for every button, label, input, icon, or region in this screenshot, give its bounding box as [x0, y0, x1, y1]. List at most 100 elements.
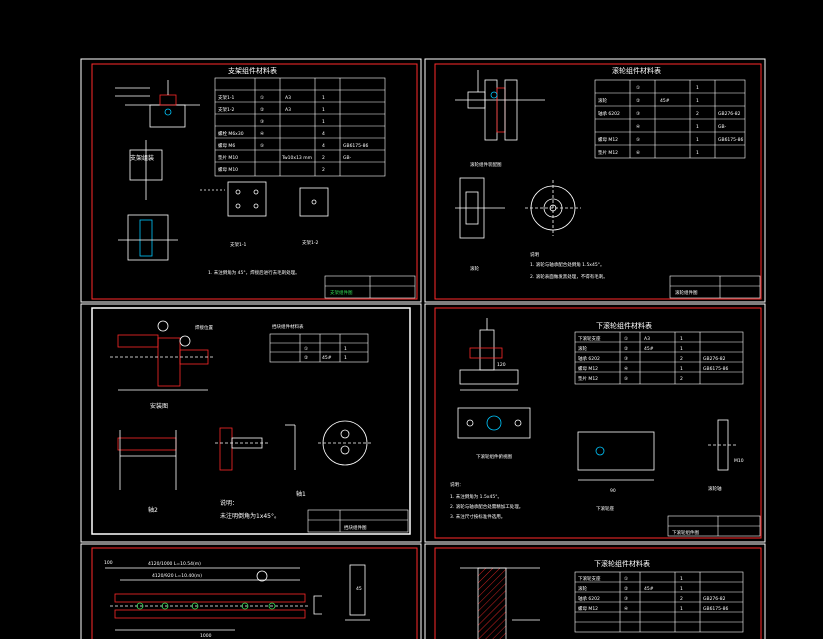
sheet6-section-view — [460, 567, 540, 639]
table-cell: 螺栓 M6x30 — [218, 130, 244, 137]
table-cell: ② — [636, 98, 640, 104]
sheet3-label-part2: 轴2 — [148, 506, 158, 514]
sheet5-dim-top-b: 4120/920 L=10.40(m) — [152, 573, 202, 579]
sheet2-table-cells: ① 1 滚轮 ② 45# 1 轴承 6202 ③ 2 GB276-82 ④ 1 … — [598, 85, 744, 156]
table-cell: 1 — [696, 124, 699, 130]
sheet4-label-shaft: 滚轮轴 — [708, 485, 722, 492]
sheet-6 — [424, 543, 766, 639]
sheet-4 — [424, 303, 766, 543]
sheet2-label-part: 滚轮 — [470, 265, 479, 272]
sheet-5 — [80, 543, 422, 639]
sheet3-label-part1: 轴1 — [296, 490, 306, 498]
table-cell: 垫片 M12 — [598, 149, 618, 156]
sheet5-dim-left: 100 — [104, 560, 113, 566]
sheet4-assembly-view — [457, 318, 738, 481]
table-cell: ④ — [624, 366, 628, 372]
sheet4-note-2: 2. 滚轮与轴承配合处需精加工处理。 — [450, 503, 523, 510]
sheet2-note-1: 1. 滚轮与轴承配合处倒角 1.5x45°。 — [530, 261, 604, 268]
sheet3-table-cells: ① 1 ② 45# 1 — [304, 346, 347, 361]
sheet-1 — [80, 58, 422, 303]
sheet1-assembly-view — [115, 80, 200, 261]
sheet1-part-views — [200, 181, 329, 217]
sheet3-assembly-view — [110, 320, 215, 391]
table-cell: 垫片 M10 — [218, 154, 238, 161]
table-cell: ① — [624, 336, 628, 342]
table-cell: 45# — [644, 586, 654, 592]
table-cell: 4 — [322, 143, 325, 149]
table-cell: ⑤ — [624, 376, 628, 382]
table-cell: 垫片 M12 — [578, 375, 598, 382]
table-cell: ② — [624, 586, 628, 592]
table-cell: ③ — [260, 119, 264, 125]
sheet6-table-title: 下滚轮组件材料表 — [594, 559, 650, 568]
table-cell: 2 — [322, 155, 325, 161]
sheet1-label-part1: 支架1-1 — [230, 241, 246, 248]
table-cell: ④ — [624, 606, 628, 612]
sheet1-title-block — [324, 275, 416, 299]
table-cell: 45# — [660, 98, 670, 104]
table-cell: GB276-82 — [703, 596, 726, 602]
table-cell: ③ — [624, 356, 628, 362]
table-cell: ④ — [260, 131, 264, 137]
sheet3-title-block-text: 挡块组件图 — [344, 524, 367, 531]
table-cell: 轴承 6202 — [578, 355, 600, 362]
sheet4-dim-c: M10 — [734, 458, 744, 464]
table-cell: 1 — [680, 366, 683, 372]
sheet4-material-table — [574, 331, 744, 385]
table-cell: 45# — [644, 346, 654, 352]
table-cell: 2 — [680, 356, 683, 362]
sheet4-label-base: 下滚轮座 — [596, 505, 614, 512]
sheet3-title-block — [307, 509, 409, 533]
table-cell: GB- — [343, 155, 352, 161]
table-cell: ② — [624, 346, 628, 352]
sheet3-callout: 焊接位置 — [195, 324, 213, 331]
table-cell: A3 — [285, 95, 291, 101]
table-cell: 螺母 M12 — [598, 136, 618, 143]
sheet2-notes-title: 说明 — [530, 251, 539, 258]
sheet3-note: 未注明倒角为1x45°。 — [220, 512, 280, 520]
sheet1-table-title: 支架组件材料表 — [228, 66, 277, 75]
sheet4-notes-title: 说明： — [450, 481, 464, 488]
table-cell: 滚轮 — [598, 97, 607, 104]
sheet2-label-assembly: 滚轮组件装配图 — [470, 161, 502, 168]
sheet1-material-table — [214, 77, 386, 177]
table-cell: 1 — [344, 346, 347, 352]
table-cell: 1 — [680, 336, 683, 342]
sheet-3 — [80, 303, 422, 543]
table-cell: 轴承 6202 — [578, 595, 600, 602]
sheet3-notes-title: 说明： — [220, 499, 238, 507]
sheet4-title-block — [667, 515, 761, 537]
sheet1-title-block-text: 支架组件图 — [330, 289, 353, 296]
table-cell: GB6175-86 — [703, 366, 729, 372]
sheet6-table-cells: 下滚轮支座 ① 1 滚轮 ② 45# 1 轴承 6202 ③ 2 GB276-8… — [578, 575, 729, 612]
sheet1-label-assembly: 支架组装 — [130, 154, 154, 162]
sheet4-table-cells: 下滚轮支座 ① A3 1 滚轮 ② 45# 1 轴承 6202 ③ 2 GB27… — [578, 335, 729, 382]
table-cell: 2 — [680, 376, 683, 382]
sheet2-assembly-view — [455, 70, 581, 239]
sheet2-table-title: 滚轮组件材料表 — [612, 66, 661, 75]
table-cell: GB276-82 — [703, 356, 726, 362]
table-cell: GB276-82 — [718, 111, 741, 117]
sheet5-beam-view — [105, 564, 370, 631]
table-cell: 滚轮 — [578, 585, 587, 592]
table-cell: 螺母 M12 — [578, 605, 598, 612]
table-cell: 1 — [322, 107, 325, 113]
table-cell: 1 — [680, 606, 683, 612]
table-cell: 1 — [680, 346, 683, 352]
table-cell: ② — [304, 355, 308, 361]
table-cell: 1 — [696, 85, 699, 91]
table-cell: ① — [304, 346, 308, 352]
table-cell: ⑤ — [260, 143, 264, 149]
sheet3-label-assembly: 安装图 — [150, 402, 168, 410]
table-cell: 下滚轮支座 — [578, 575, 601, 582]
table-cell: A3 — [285, 107, 291, 113]
table-cell: ⑤ — [636, 137, 640, 143]
table-cell: 螺母 M12 — [578, 365, 598, 372]
table-cell: 支架1-2 — [218, 106, 234, 113]
table-cell: 支架1-1 — [218, 94, 234, 101]
sheet4-dim-a: 120 — [497, 362, 506, 368]
table-cell: 4 — [322, 131, 325, 137]
sheet5-dim-bottom: 1000 — [200, 633, 212, 639]
sheet3-table-title: 挡块组件材料表 — [272, 323, 304, 330]
